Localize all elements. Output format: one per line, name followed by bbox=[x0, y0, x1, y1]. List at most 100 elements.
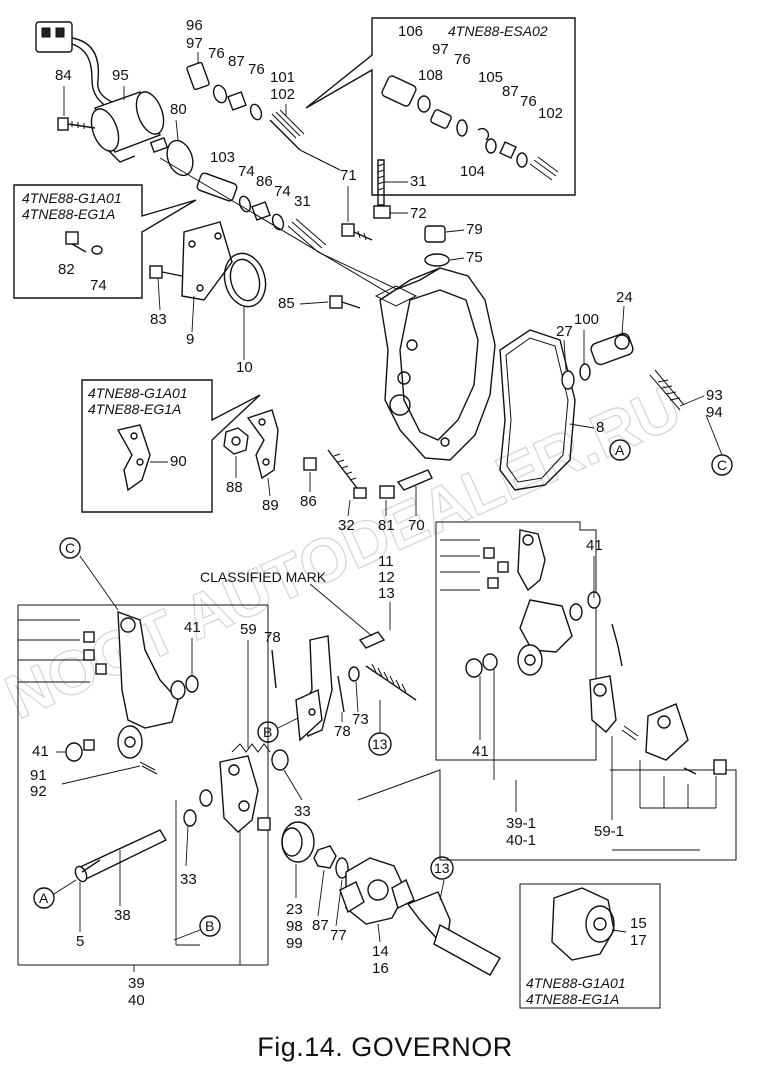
label-80: 80 bbox=[170, 101, 187, 118]
leader-lines bbox=[56, 52, 717, 972]
gasket-8 bbox=[499, 329, 576, 491]
washer-73 bbox=[348, 666, 360, 682]
label-78b: 78 bbox=[334, 723, 351, 740]
callout-c-top-letter: C bbox=[717, 457, 727, 473]
label-98: 98 bbox=[286, 918, 303, 935]
label-87c: 87 bbox=[312, 917, 329, 934]
label-72: 72 bbox=[410, 205, 427, 222]
label-105: 105 bbox=[478, 69, 503, 86]
label-5: 5 bbox=[76, 933, 84, 950]
label-39-1: 39-1 bbox=[506, 815, 536, 832]
bolt-84 bbox=[57, 117, 96, 131]
c-arrow-left bbox=[79, 555, 119, 611]
label-76b: 76 bbox=[248, 61, 265, 78]
label-102b: 102 bbox=[538, 105, 563, 122]
label-33b: 33 bbox=[180, 871, 197, 888]
svg-text:4TNE88-G1A01: 4TNE88-G1A01 bbox=[88, 385, 188, 401]
label-87b: 87 bbox=[502, 83, 519, 100]
label-32: 32 bbox=[338, 517, 355, 534]
label-89: 89 bbox=[262, 497, 279, 514]
b-arrow-left bbox=[173, 929, 201, 941]
lever-right-second bbox=[589, 623, 727, 775]
label-41d: 41 bbox=[472, 743, 489, 760]
label-71: 71 bbox=[340, 167, 357, 184]
solenoid-connector bbox=[35, 21, 113, 109]
label-102: 102 bbox=[270, 86, 295, 103]
plate-89 bbox=[246, 409, 279, 480]
label-101: 101 bbox=[270, 69, 295, 86]
label-97: 97 bbox=[186, 35, 203, 52]
callout-b-left bbox=[199, 915, 221, 937]
label-74a: 74 bbox=[238, 163, 255, 180]
svg-text:4TNE88-G1A01: 4TNE88-G1A01 bbox=[526, 975, 626, 991]
label-41b: 41 bbox=[32, 743, 49, 760]
label-74b: 74 bbox=[274, 183, 291, 200]
lever-assembly-right bbox=[465, 529, 601, 678]
o-ring-80 bbox=[166, 139, 194, 177]
svg-text:4TNE88-EG1A: 4TNE88-EG1A bbox=[22, 206, 115, 222]
label-76d: 76 bbox=[520, 93, 537, 110]
callout-13-b bbox=[430, 856, 454, 880]
label-33a: 33 bbox=[294, 803, 311, 820]
label-83: 83 bbox=[150, 311, 167, 328]
label-103: 103 bbox=[210, 149, 235, 166]
label-104: 104 bbox=[460, 163, 485, 180]
bottom-left-frame bbox=[17, 604, 269, 966]
label-90: 90 bbox=[170, 453, 187, 470]
bolt-85 bbox=[329, 295, 361, 309]
bottom-right-frame bbox=[357, 521, 737, 861]
callout-c-left-letter: C bbox=[65, 540, 75, 556]
label-88: 88 bbox=[226, 479, 243, 496]
label-13b: 13 bbox=[434, 860, 450, 876]
label-77: 77 bbox=[330, 927, 347, 944]
gasket-10-inner bbox=[229, 258, 261, 302]
svg-text:4TNE88-ESA02: 4TNE88-ESA02 bbox=[448, 23, 548, 39]
label-13: 13 bbox=[378, 585, 395, 602]
gasket-8-inner bbox=[505, 337, 569, 483]
label-40-1: 40-1 bbox=[506, 832, 536, 849]
g1a01-gear-box: 4TNE88-G1A01 4TNE88-EG1A bbox=[519, 883, 661, 1009]
label-76a: 76 bbox=[208, 45, 225, 62]
bolt-71 bbox=[341, 223, 373, 241]
label-99: 99 bbox=[286, 935, 303, 952]
pin-78a bbox=[271, 649, 277, 689]
label-23: 23 bbox=[286, 901, 303, 918]
label-108: 108 bbox=[418, 67, 443, 84]
label-13a: 13 bbox=[372, 736, 388, 752]
label-84: 84 bbox=[55, 67, 72, 84]
label-38: 38 bbox=[114, 907, 131, 924]
label-86a: 86 bbox=[256, 173, 273, 190]
label-59-1: 59-1 bbox=[594, 823, 624, 840]
callout-a-top bbox=[609, 439, 631, 461]
gasket-10 bbox=[223, 252, 267, 308]
label-94: 94 bbox=[706, 404, 723, 421]
label-16: 16 bbox=[372, 960, 389, 977]
actuator-24 bbox=[561, 332, 685, 411]
label-31a: 31 bbox=[294, 193, 311, 210]
label-100: 100 bbox=[574, 311, 599, 328]
label-93: 93 bbox=[706, 387, 723, 404]
stud-31 bbox=[373, 159, 391, 219]
label-75: 75 bbox=[466, 249, 483, 266]
figure-caption: Fig.14. GOVERNOR bbox=[257, 1032, 513, 1062]
label-86b: 86 bbox=[300, 493, 317, 510]
governor-lever bbox=[183, 755, 271, 833]
label-82: 82 bbox=[58, 261, 75, 278]
classified-leader bbox=[309, 583, 373, 637]
weight-23 bbox=[281, 821, 315, 863]
label-73: 73 bbox=[352, 711, 369, 728]
label-70: 70 bbox=[408, 517, 425, 534]
label-76c: 76 bbox=[454, 51, 471, 68]
lever-assembly-left bbox=[65, 610, 199, 775]
svg-text:4TNE88-EG1A: 4TNE88-EG1A bbox=[88, 401, 181, 417]
nut-86 bbox=[303, 457, 317, 471]
bolt-81 bbox=[379, 485, 395, 499]
axis-line-2 bbox=[299, 149, 341, 171]
label-8: 8 bbox=[596, 419, 604, 436]
nut-87c bbox=[313, 845, 337, 869]
governor-housing bbox=[374, 267, 496, 461]
label-12: 12 bbox=[378, 569, 395, 586]
callout-c-left bbox=[59, 537, 81, 559]
rod-11-13 bbox=[358, 631, 417, 701]
label-74c: 74 bbox=[90, 277, 107, 294]
